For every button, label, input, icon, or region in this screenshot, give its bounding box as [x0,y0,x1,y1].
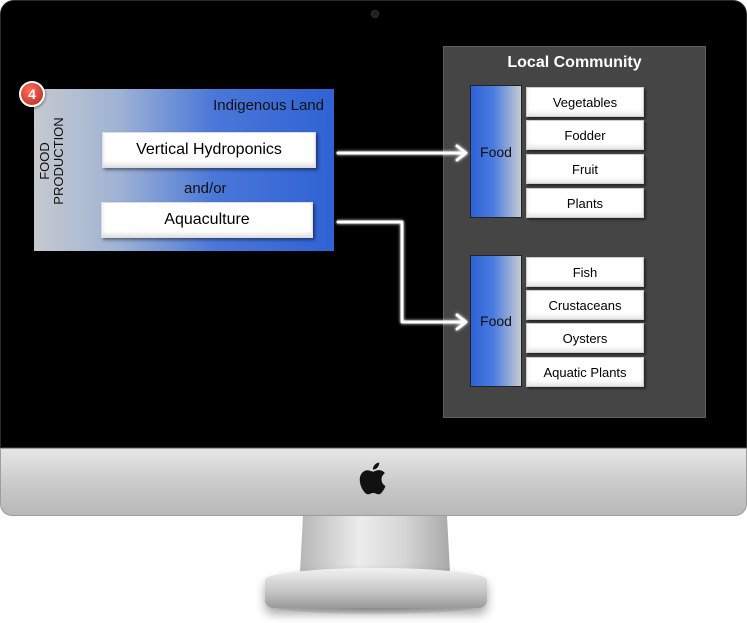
indigenous-land-box: Indigenous Land FOOD PRODUCTION Vertical… [34,89,334,251]
and-or-label: and/or [184,180,227,197]
food-production-label: FOOD PRODUCTION [37,91,66,231]
item-vegetables: Vegetables [526,87,644,117]
side-label-line-2: PRODUCTION [51,117,66,205]
step-number-badge: 4 [19,81,45,107]
monitor-stand-base [265,568,487,608]
land-title: Indigenous Land [213,97,324,114]
community-title: Local Community [507,54,642,71]
apple-logo-icon [359,462,386,495]
aquaculture-box: Aquaculture [101,202,313,238]
vertical-hydroponics-box: Vertical Hydroponics [102,132,316,168]
camera-icon [371,10,379,18]
side-label-line-1: FOOD [37,142,52,180]
item-plants: Plants [526,188,644,218]
item-oysters: Oysters [526,323,644,353]
item-fodder: Fodder [526,120,644,150]
item-aquatic-plants: Aquatic Plants [526,357,644,387]
food-bar-aquatic: Food [470,255,522,387]
monitor-screen: 4 Indigenous Land FOOD PRODUCTION Vertic… [0,0,747,448]
item-fruit: Fruit [526,154,644,184]
monitor-stand-neck [300,516,450,572]
item-fish: Fish [526,257,644,287]
item-crustaceans: Crustaceans [526,290,644,320]
food-bar-plants: Food [470,85,522,218]
